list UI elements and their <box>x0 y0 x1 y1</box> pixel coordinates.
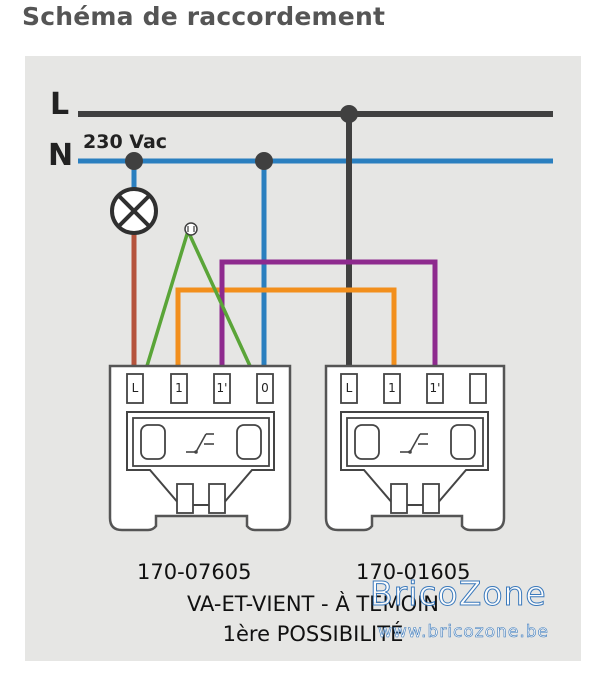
watermark-brand: BricoZone <box>370 574 547 614</box>
line-label-n: N <box>48 138 73 173</box>
junction-lamp-dot <box>125 152 143 170</box>
left-terminal-1-prime: 1' <box>217 381 228 395</box>
switch-right-reference: 170-01605 <box>356 560 471 584</box>
switch-right: L 1 1' <box>324 364 506 532</box>
right-terminal-1-prime: 1' <box>430 381 441 395</box>
switch-left-reference: 170-07605 <box>137 560 252 584</box>
switch-left: L 1 1' 0 <box>108 364 292 532</box>
left-terminal-l: L <box>132 381 139 395</box>
caption-line-1: VA-ET-VIENT - À TÉMOIN <box>187 592 439 616</box>
switch-symbol-icon <box>400 433 428 454</box>
junction-phase-dot <box>340 105 358 123</box>
voltage-label: 230 Vac <box>83 131 167 153</box>
pilot-light-wire <box>145 226 252 367</box>
right-terminal-1: 1 <box>388 381 396 395</box>
traveler-purple-wire <box>219 259 438 366</box>
traveler-orange-wire <box>175 287 397 366</box>
page-title: Schéma de raccordement <box>22 2 386 31</box>
line-label-l: L <box>50 87 69 122</box>
lamp-icon <box>110 187 158 235</box>
junction-neutral-dot <box>255 152 273 170</box>
pilot-light-icon <box>184 222 198 236</box>
diagram-panel <box>25 56 581 661</box>
left-terminal-0: 0 <box>261 381 269 395</box>
switch-symbol-icon <box>186 433 214 454</box>
watermark-url: www.bricozone.be <box>378 622 550 643</box>
caption-line-2: 1ère POSSIBILITÉ <box>222 622 404 646</box>
right-terminal-l: L <box>346 381 353 395</box>
left-terminal-1: 1 <box>175 381 183 395</box>
